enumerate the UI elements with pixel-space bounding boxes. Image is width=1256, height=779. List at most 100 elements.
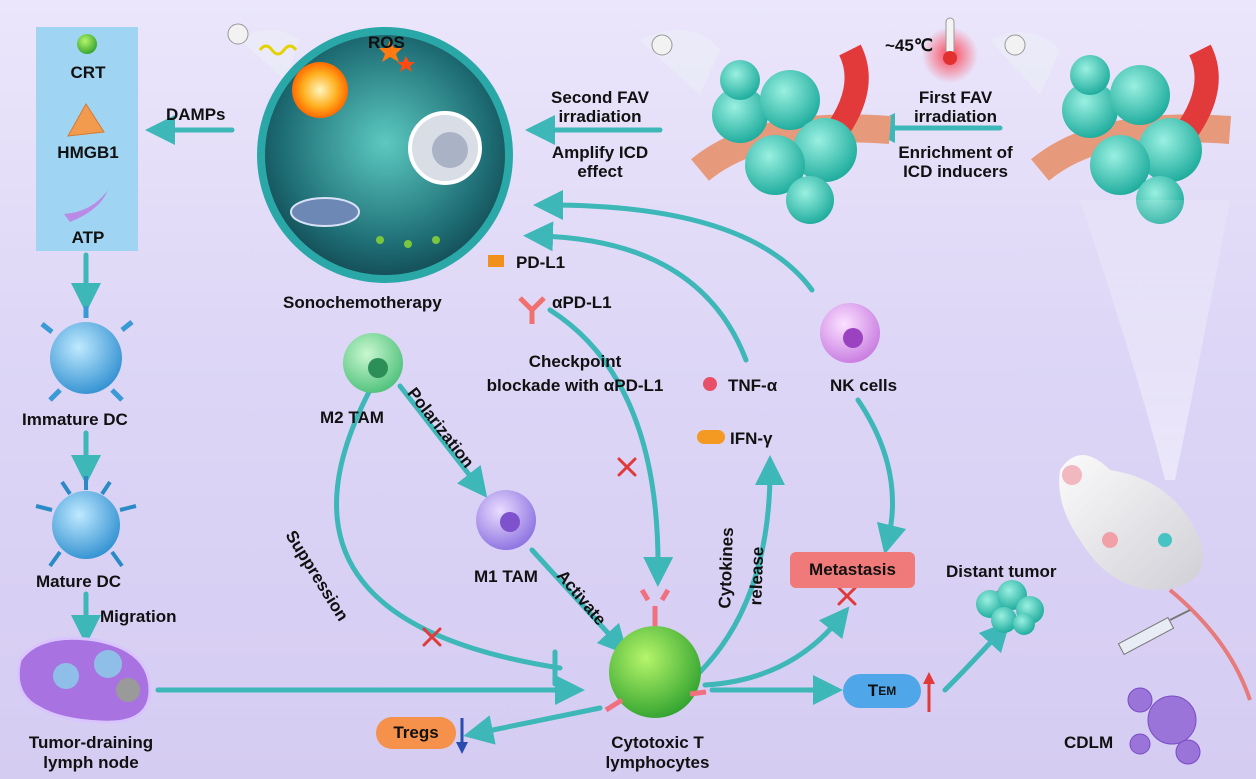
second-fav-line1: Second FAV — [551, 88, 649, 107]
ctl-line2: lymphocytes — [605, 753, 710, 772]
crt-dot-icon-3 — [432, 236, 440, 244]
antibody-icon — [518, 296, 546, 324]
cross-icon-checkpoint — [617, 457, 637, 477]
tumor-cell — [227, 23, 546, 324]
ros-star-icon — [379, 40, 402, 62]
cross-icon-suppression — [422, 627, 442, 647]
tumor-enrichment — [990, 32, 1232, 224]
cytotoxic-t-cell — [604, 588, 707, 718]
ultrasound-probe-icon-3 — [990, 32, 1060, 95]
arrow-polarization — [397, 383, 488, 498]
crt-label: CRT — [70, 63, 106, 82]
second-fav-line2: irradiation — [558, 107, 642, 126]
lymph-node — [16, 636, 152, 724]
tem-main-text: T — [867, 681, 879, 700]
tregs-pill: Tregs — [376, 717, 456, 749]
increase-arrow-head-icon — [923, 672, 935, 684]
hmgb1-label: HMGB1 — [57, 143, 119, 162]
first-fav-line1: First FAV — [918, 88, 993, 107]
distant-tumor-cluster — [976, 580, 1044, 635]
arrow-nk-to-metastasis — [855, 397, 907, 555]
ultrasound-wave-icon — [258, 44, 298, 56]
syringe-icon — [1117, 609, 1191, 656]
cdlm-nanoparticles — [1127, 687, 1201, 765]
temperature-label: ~45℃ — [885, 36, 933, 55]
ultrasound-probe-icon-2 — [640, 29, 720, 95]
cytokines-line1: Cytokines — [715, 527, 738, 609]
checkpoint-line2: blockade with αPD-L1 — [486, 376, 664, 395]
cdlm-label: CDLM — [1064, 733, 1114, 752]
crt-molecule-icon — [77, 34, 97, 54]
ctl-line1: Cytotoxic T — [611, 733, 704, 752]
thermometer-icon — [945, 17, 955, 55]
lymph-node-line2: lymph node — [43, 753, 139, 772]
light-beam — [1080, 200, 1230, 480]
m2-tam-label: M2 TAM — [320, 408, 384, 427]
ultrasound-probe-icon — [240, 30, 300, 80]
decrease-arrow-head-icon — [456, 742, 468, 754]
immature-dc-cell — [40, 306, 134, 402]
ros-star-icon-2 — [397, 56, 415, 72]
probe-lens-icon-3 — [1004, 34, 1026, 56]
arrow-checkpoint — [547, 307, 674, 587]
crt-dot-icon — [376, 236, 384, 244]
nk-cell-nucleus — [843, 328, 863, 348]
enrichment-line1: Enrichment of — [898, 143, 1013, 162]
damps-panel — [36, 27, 138, 251]
m2-tam-nucleus — [368, 358, 388, 378]
cross-icon-metastasis — [837, 586, 857, 606]
probe-lens-icon-2 — [651, 34, 673, 56]
checkpoint-line1: Checkpoint — [528, 352, 622, 371]
arrow-activate — [529, 547, 629, 656]
nucleolus-icon — [432, 132, 468, 168]
arrow-cytokines — [697, 455, 785, 675]
tumor-first-fav — [640, 29, 892, 224]
first-fav-line2: irradiation — [913, 107, 998, 126]
m1-tam-label: M1 TAM — [474, 567, 538, 586]
lymph-node-line1: Tumor-draining — [28, 733, 154, 752]
arrow-tem-to-distant-tumor — [942, 620, 1011, 693]
ifn-label: IFN-γ — [730, 429, 773, 448]
mature-dc-label: Mature DC — [36, 572, 122, 591]
migration-label: Migration — [100, 607, 177, 626]
m1-tam-nucleus — [500, 512, 520, 532]
ifn-gamma-icon — [697, 430, 725, 444]
enrichment-line2: ICD inducers — [903, 162, 1008, 181]
cytokines-line2: release — [746, 546, 768, 606]
atp-molecule-icon — [64, 190, 108, 222]
nk-cells-label: NK cells — [830, 376, 898, 395]
thermometer-bulb-icon — [943, 51, 957, 65]
pd-l1-receptor-icon — [488, 255, 504, 267]
amplify-icd-line2: effect — [577, 162, 623, 181]
apd-l1-label: αPD-L1 — [552, 293, 612, 312]
pd-l1-label: PD-L1 — [516, 253, 566, 272]
tnf-label: TNF-α — [728, 376, 778, 395]
mature-dc-cell — [35, 476, 137, 568]
immature-dc-label: Immature DC — [22, 410, 128, 429]
mouse-model — [1059, 455, 1252, 701]
suppression-line — [334, 387, 563, 671]
atp-label: ATP — [71, 228, 105, 247]
distant-tumor-label: Distant tumor — [946, 562, 1057, 581]
fireball-icon — [292, 62, 348, 118]
arrow-tnf — [523, 221, 749, 363]
tem-subscript: EM — [878, 684, 897, 698]
metastasis-box: Metastasis — [790, 552, 915, 588]
arrow-ctl-to-metastasis — [702, 606, 850, 688]
ros-label: ROS — [368, 33, 405, 52]
probe-lens-icon — [227, 23, 249, 45]
damps-label: DAMPs — [166, 105, 226, 124]
tnf-alpha-icon — [703, 377, 717, 391]
arrow-nk-to-tumor — [533, 190, 815, 293]
sonochemotherapy-label: Sonochemotherapy — [283, 293, 442, 312]
arrow-ctl-to-tregs — [463, 705, 603, 745]
hmgb1-protein-icon — [67, 103, 105, 137]
crt-dot-icon-2 — [404, 240, 412, 248]
pathway-arrows — [71, 113, 1011, 745]
mitochondria-icon — [290, 197, 360, 227]
amplify-icd-line1: Amplify ICD — [551, 143, 649, 162]
blood-vessel-icon — [691, 114, 892, 181]
